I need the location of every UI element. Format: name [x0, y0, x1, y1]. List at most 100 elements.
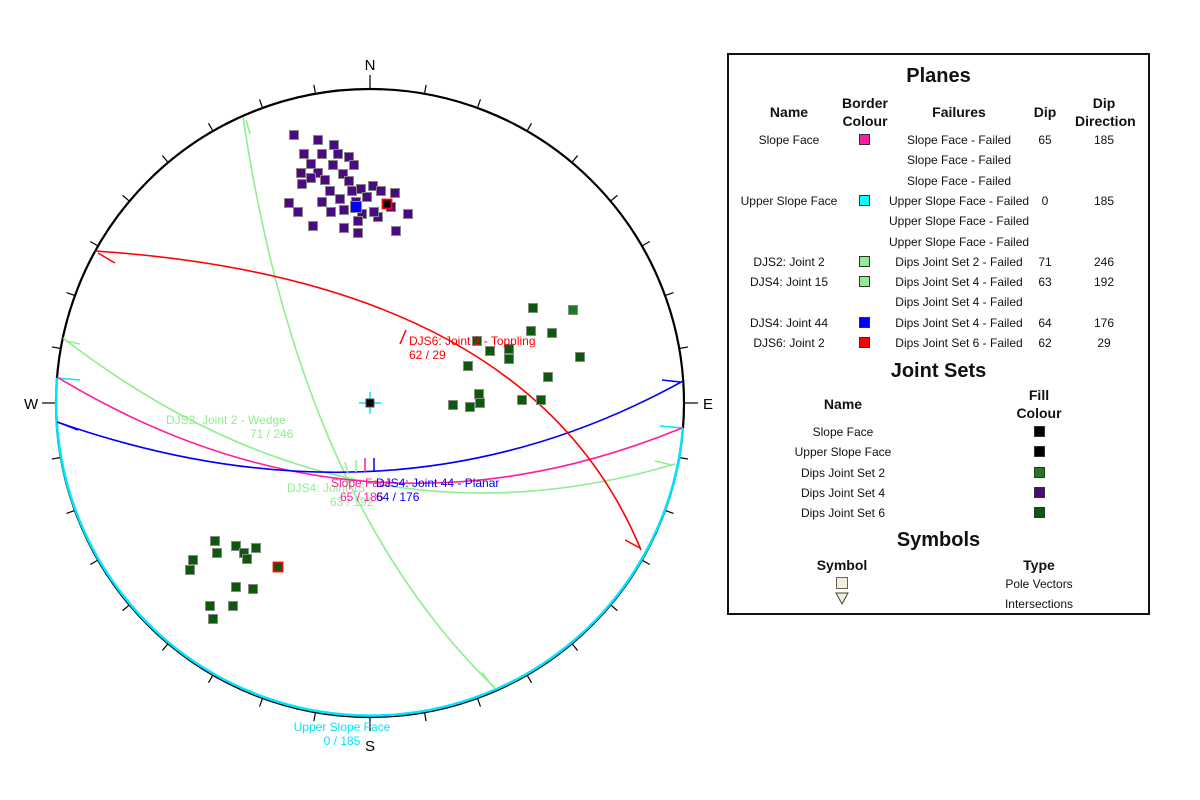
- col-type: Type: [1023, 557, 1055, 573]
- pole-vector: [299, 149, 309, 159]
- pole-vector: [205, 601, 215, 611]
- plane-failure: Dips Joint Set 2 - Failed: [895, 254, 1023, 269]
- djs6-label: DJS6: Joint 2 - Toppling: [409, 334, 536, 348]
- plane-border-colour-swatch: [859, 337, 870, 348]
- pole-vector: [362, 192, 372, 202]
- tick-mark: [571, 155, 579, 163]
- tick-mark: [66, 509, 76, 515]
- plane-dip: 0: [1041, 193, 1049, 208]
- tick-mark: [161, 155, 169, 163]
- joint-set-name: Slope Face: [812, 425, 874, 439]
- plane-failure: Dips Joint Set 4 - Failed: [895, 295, 1023, 310]
- plane-failure: Slope Face - Failed: [906, 133, 1012, 147]
- plane-dip: 64: [1038, 315, 1052, 330]
- pole-vector: [317, 149, 327, 159]
- pole-vector: [335, 194, 345, 204]
- tick-mark: [89, 559, 99, 566]
- plane-failure: Dips Joint Set 6 - Failed: [895, 336, 1023, 350]
- pole-vector: [289, 130, 299, 140]
- plane-dip: 71: [1038, 254, 1052, 269]
- pole-vector: [188, 555, 198, 565]
- triangle-icon: [835, 592, 849, 605]
- slope-face-pole: [359, 392, 381, 414]
- plane-name: DJS4: Joint 15: [749, 275, 829, 290]
- plane-name: DJS6: Joint 2: [753, 336, 825, 350]
- tick-marks: [42, 75, 698, 731]
- plane-dip: 65: [1038, 133, 1052, 147]
- pole-vector: [185, 565, 195, 575]
- symbol-type-pole-vectors: Pole Vectors: [1005, 577, 1073, 591]
- pole-vector: [547, 328, 557, 338]
- djs4-15-value: 63 / 192: [330, 495, 374, 509]
- djs4-joint44-great-circle: [56, 380, 684, 474]
- pole-vector: [212, 548, 222, 558]
- pole-vector: [353, 216, 363, 226]
- djs6-joint2-great-circle: [94, 250, 642, 551]
- east-label: E: [703, 396, 713, 413]
- pole-vector: [251, 543, 261, 553]
- legend-panel: Planes Name Border Colour Failures Dip D…: [727, 53, 1150, 615]
- pole-vector: [325, 186, 335, 196]
- djs6-value: 62 / 29: [409, 348, 446, 362]
- pole-vector: [320, 175, 330, 185]
- col-failures: Failures: [932, 104, 986, 120]
- pole-vector: [293, 207, 303, 217]
- symbol-type-intersections: Intersections: [1004, 597, 1074, 611]
- pole-vector: [353, 228, 363, 238]
- slope-face-value: 65 / 185: [340, 490, 384, 504]
- col-dip: Dip: [1033, 104, 1057, 120]
- pole-vector: [210, 536, 220, 546]
- tick-mark: [258, 99, 264, 109]
- plane-dip-direction: 185: [1093, 133, 1115, 147]
- pole-vector: [339, 223, 349, 233]
- pole-vector: [284, 198, 294, 208]
- plane-dip-direction: 176: [1093, 315, 1115, 330]
- plane-dip-direction: 192: [1093, 275, 1115, 290]
- north-label: N: [365, 57, 376, 74]
- pole-vector: [568, 305, 578, 315]
- col-fill-colour: Fill Colour: [1016, 387, 1062, 421]
- pole-vector: [272, 561, 284, 573]
- tick-mark: [423, 84, 427, 94]
- pole-vector: [376, 186, 386, 196]
- pole-vector: [208, 614, 218, 624]
- tick-mark: [313, 712, 317, 722]
- pole-vector: [543, 372, 553, 382]
- tick-mark: [679, 346, 689, 350]
- joint-set-name: Dips Joint Set 2: [800, 465, 886, 480]
- plane-dip-direction: 185: [1093, 193, 1115, 208]
- joint-set-name: Upper Slope Face: [794, 445, 892, 460]
- djs2-value: 71 / 246: [250, 427, 294, 441]
- west-label: W: [24, 396, 39, 413]
- djs4-44-value: 64 / 176: [376, 490, 420, 504]
- joint-sets-title: Joint Sets: [890, 360, 987, 382]
- tick-mark: [476, 697, 482, 707]
- plane-dip-direction: 29: [1097, 336, 1111, 350]
- pole-vector: [328, 160, 338, 170]
- pole-vector: [326, 207, 336, 217]
- pole-vector: [517, 395, 527, 405]
- pole-vector: [306, 173, 316, 183]
- pole-vector: [306, 159, 316, 169]
- pole-vector: [248, 584, 258, 594]
- tick-mark: [122, 194, 130, 202]
- joint-set-name: Dips Joint Set 4: [800, 485, 886, 500]
- pole-vector: [403, 209, 413, 219]
- pole-vector: [448, 400, 458, 410]
- pole-vector: [296, 168, 306, 178]
- pole-vector: [474, 389, 484, 399]
- col-name: Name: [769, 104, 809, 120]
- tick-mark: [610, 194, 618, 202]
- tick-mark: [89, 240, 99, 247]
- col-set-name: Name: [823, 396, 863, 412]
- tick-mark: [664, 509, 674, 515]
- plane-dip: 63: [1038, 275, 1052, 290]
- djs2-joint2-great-circle: [242, 116, 496, 689]
- tick-mark: [571, 643, 579, 651]
- symbols-title: Symbols: [896, 529, 981, 551]
- pole-vector: [369, 207, 379, 217]
- upper-slope-face-label: Upper Slope Face: [294, 720, 391, 734]
- col-dip-direction: Dip Direction: [1075, 95, 1136, 129]
- pole-vector: [504, 354, 514, 364]
- pole-vector: [465, 402, 475, 412]
